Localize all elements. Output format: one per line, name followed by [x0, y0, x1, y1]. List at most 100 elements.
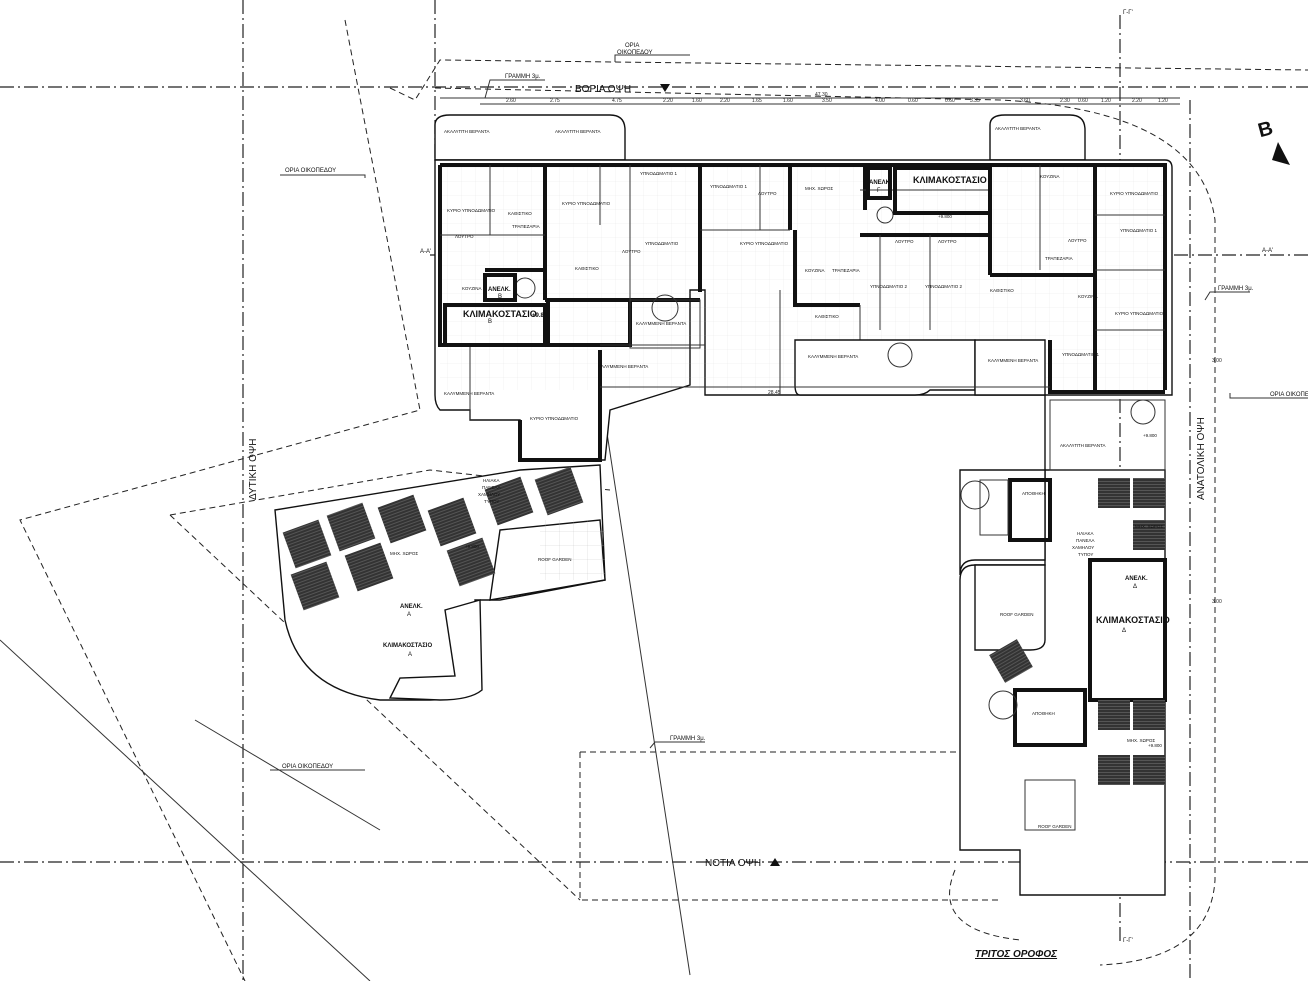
solar-panels-east	[989, 478, 1165, 785]
room-label: ΚΑΘΙΣΤΙΚΟ	[508, 211, 532, 216]
stair-label: ΚΛΙΜΑΚΟΣΤΑΣΙΟ	[383, 643, 432, 649]
room-label: ΚΟΥΖΙΝΑ	[462, 286, 481, 291]
room-label: ΚΑΛΥΜΜΕΝΗ ΒΕΡΑΝΤΑ	[598, 364, 648, 369]
stair-letter: Β	[488, 319, 492, 325]
roof-garden-label: ROOF GARDEN	[538, 557, 572, 562]
dim-text: 2.20	[663, 98, 673, 104]
section-aa-label: Α-Α'	[1262, 248, 1273, 254]
room-label: ΥΠΝΟΔΩΜΑΤΙΟ 1	[710, 184, 747, 189]
level-mark: +9.800	[465, 544, 479, 549]
dim-text: 3.50	[822, 98, 832, 104]
room-label: ΑΚΑΛΥΠΤΗ ΒΕΡΑΝΤΑ	[555, 129, 601, 134]
section-gg-label: Γ-Γ'	[1123, 938, 1133, 944]
solar-panel-label-east: ΗΛΙΑΚΑ ΠΑΝΕΛΑ ΧΑΜΗΛΟΥ ΤΥΠΟΥ	[1072, 531, 1095, 557]
solar-label-line: ΠΑΝΕΛΑ	[482, 485, 501, 490]
room-label: ΜΗΧ. ΧΩΡΟΣ	[390, 551, 418, 556]
room-label: ΥΠΝΟΔΩΜΑΤΙΟ 1	[1062, 352, 1099, 357]
west-elevation-label: ΔΥΤΙΚΗ ΟΨΗ	[248, 438, 259, 500]
annotations: ΟΡΙΑ ΟΙΚΟΠΕΔΟΥ ΟΡΙΑ ΟΙΚΟΠΕΔΟΥ ΟΡΙΑ ΟΙΚΟΠ…	[248, 10, 1308, 960]
room-label: ΜΗΧ. ΧΩΡΟΣ	[1135, 524, 1163, 529]
north-arrow-icon	[1272, 142, 1290, 165]
room-label: ΚΟΥΖΙΝΑ	[805, 268, 824, 273]
room-label: ΛΟΥΤΡΟ	[622, 249, 641, 254]
room-label: ΑΠΟΘΗΚΗ	[1032, 711, 1055, 716]
lift-label: ΑΝΕΛΚ.	[1125, 576, 1148, 582]
dim-text: 1.20	[1101, 98, 1111, 104]
north-arrow: B	[1256, 117, 1290, 165]
stair-label: ΚΛΙΜΑΚΟΣΤΑΣΙΟ	[1096, 615, 1170, 625]
plot-boundary-label: ΟΡΙΑ ΟΙΚΟΠΕΔΟΥ	[1270, 392, 1308, 398]
stair-labels: ΚΛΙΜΑΚΟΣΤΑΣΙΟ +9.80 Β ΑΝΕΛΚ. Β ΚΛΙΜΑΚΟΣΤ…	[383, 175, 1170, 658]
solar-label-line: ΠΑΝΕΛΑ	[1076, 538, 1095, 543]
level-mark: +9.80	[532, 313, 548, 319]
dim-text: 2.30	[1060, 98, 1070, 104]
level-mark: +9.800	[1143, 433, 1157, 438]
room-label: ΚΑΘΙΣΤΙΚΟ	[990, 288, 1014, 293]
roof-garden-label: ROOF GARDEN	[1038, 824, 1072, 829]
room-label: ΥΠΝΟΔΩΜΑΤΙΟ 1	[1120, 228, 1157, 233]
room-label: ΚΑΛΥΜΜΕΝΗ ΒΕΡΑΝΤΑ	[808, 354, 858, 359]
level-mark: +9.800	[1148, 743, 1162, 748]
dim-text: 1.65	[752, 98, 762, 104]
stair-label: ΚΛΙΜΑΚΟΣΤΑΣΙΟ	[463, 309, 537, 319]
open-veranda-terraces	[434, 114, 1086, 161]
room-label: ΚΥΡΙΟ ΥΠΝΟΔΩΜΑΤΙΟ	[740, 241, 789, 246]
lift-label: ΑΝΕΛΚ.	[488, 287, 511, 293]
section-gg-label: Γ-Γ'	[1123, 10, 1133, 16]
plot-boundary-label: ΟΙΚΟΠΕΔΟΥ	[617, 50, 653, 56]
room-label: ΛΟΥΤΡΟ	[455, 234, 474, 239]
north-elevation-label: ΒΟΡΙΑ ΟΨΗ	[575, 84, 631, 95]
dim-text: 2.60	[506, 98, 516, 104]
solar-label-line: ΤΥΠΟΥ	[1078, 552, 1093, 557]
courtyard-dimension: 28.45	[768, 390, 781, 396]
lift-label: ΑΝΕΛΚ.	[869, 180, 892, 186]
room-label: ΚΑΛΥΜΜΕΝΗ ΒΕΡΑΝΤΑ	[444, 391, 494, 396]
room-label: ΚΥΡΙΟ ΥΠΝΟΔΩΜΑΤΙΟ	[562, 201, 611, 206]
level-mark: +9.800	[938, 214, 952, 219]
lift-label: ΑΝΕΛΚ.	[400, 604, 423, 610]
room-label: ΥΠΝΟΔΩΜΑΤΙΟ 2	[870, 284, 907, 289]
dim-text: 4.00	[875, 98, 885, 104]
lift-letter: Β	[498, 294, 502, 300]
plot-boundary-label: ΟΡΙΑ ΟΙΚΟΠΕΔΟΥ	[282, 764, 333, 770]
south-elevation-label: ΝΟΤΙΑ ΟΨΗ	[705, 858, 761, 869]
room-label: ΚΑΘΙΣΤΙΚΟ	[815, 314, 839, 319]
lift-letter: Α	[407, 612, 411, 618]
dim-text: 0.60	[1078, 98, 1088, 104]
roof-garden-label: ROOF GARDEN	[1000, 612, 1034, 617]
east-elevation-label: ΑΝΑΤΟΛΙΚΗ ΟΨΗ	[1196, 417, 1207, 500]
section-aa-label: Α-Α'	[420, 249, 431, 255]
room-label: ΥΠΝΟΔΩΜΑΤΙΟ 1	[640, 171, 677, 176]
setback-dimension: 3.00	[1212, 358, 1222, 364]
dim-text: 2.20	[720, 98, 730, 104]
room-label: ΑΚΑΛΥΠΤΗ ΒΕΡΑΝΤΑ	[444, 129, 490, 134]
room-label: ΚΥΡΙΟ ΥΠΝΟΔΩΜΑΤΙΟ	[1115, 311, 1164, 316]
stair-label: ΚΛΙΜΑΚΟΣΤΑΣΙΟ	[913, 175, 987, 185]
dim-text: 0.60	[908, 98, 918, 104]
dim-text: 4.75	[612, 98, 622, 104]
main-building	[434, 159, 1173, 896]
dimension-lines: 47.30 28.45 3.00 3.00 2.60 2.75 4.75 2.2…	[440, 92, 1222, 605]
solar-panel-label-west: ΗΛΙΑΚΑ ΠΑΝΕΛΑ ΧΑΜΗΛΟΥ ΤΥΠΟΥ	[478, 478, 501, 504]
lift-letter: Γ	[877, 188, 881, 194]
dim-text: 1.60	[783, 98, 793, 104]
room-label: ΜΗΧ. ΧΩΡΟΣ	[805, 186, 833, 191]
setback-line-label: ΓΡΑΜΜΗ 3μ.	[670, 736, 706, 742]
solar-label-line: ΤΥΠΟΥ	[484, 499, 499, 504]
dim-text: 0.60	[945, 98, 955, 104]
dim-text: 2.20	[1132, 98, 1142, 104]
solar-panels-west	[282, 466, 584, 611]
room-label: ΑΠΟΘΗΚΗ	[1022, 491, 1045, 496]
solar-label-line: ΧΑΜΗΛΟΥ	[1072, 545, 1094, 550]
room-label: ΛΟΥΤΡΟ	[1068, 238, 1087, 243]
room-label: ΥΠΝΟΔΩΜΑΤΙΟ 2	[925, 284, 962, 289]
room-label: ΚΟΥΖΙΝΑ	[1040, 174, 1059, 179]
room-labels: ΚΥΡΙΟ ΥΠΝΟΔΩΜΑΤΙΟ ΚΑΘΙΣΤΙΚΟ ΤΡΑΠΕΖΑΡΙΑ Λ…	[390, 126, 1164, 829]
room-label: ΤΡΑΠΕΖΑΡΙΑ	[832, 268, 860, 273]
solar-label-line: ΗΛΙΑΚΑ	[1077, 531, 1094, 536]
room-label: ΚΑΛΥΜΜΕΝΗ ΒΕΡΑΝΤΑ	[636, 321, 686, 326]
west-roof	[274, 464, 606, 701]
room-label: ΜΗΧ. ΧΩΡΟΣ	[1127, 738, 1155, 743]
room-label: ΛΟΥΤΡΟ	[938, 239, 957, 244]
